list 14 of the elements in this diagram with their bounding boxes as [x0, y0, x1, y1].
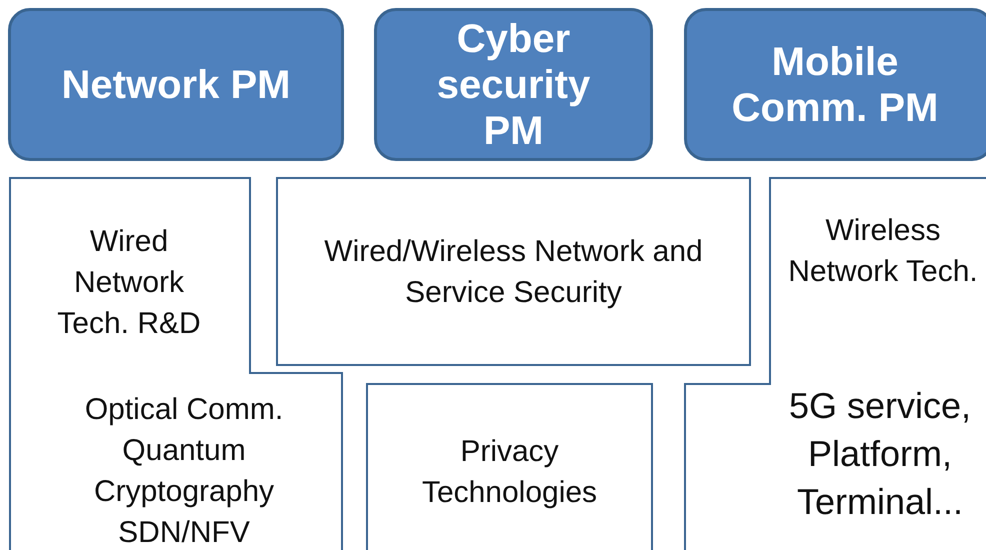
panel-text: Privacy Technologies	[420, 434, 598, 511]
panel-text: Wireless Network Tech.	[787, 213, 979, 290]
header-text: Mobile Comm. PM	[730, 38, 940, 130]
panel-text: Wired Network Tech. R&D	[56, 224, 202, 342]
content-panel	[276, 177, 751, 366]
header-box	[374, 8, 653, 161]
header-box	[8, 8, 344, 161]
panel-text: 5G service, Platform, Terminal...	[788, 384, 972, 524]
content-panel	[366, 383, 653, 550]
panel-text: Wired/Wireless Network and Service Security	[323, 234, 704, 311]
header-text: Network PM	[62, 62, 290, 108]
panel-text: Optical Comm. Quantum Cryptography SDN/NFV	[84, 392, 284, 550]
header-box	[684, 8, 986, 161]
header-text: Cyber security PM	[436, 16, 592, 154]
